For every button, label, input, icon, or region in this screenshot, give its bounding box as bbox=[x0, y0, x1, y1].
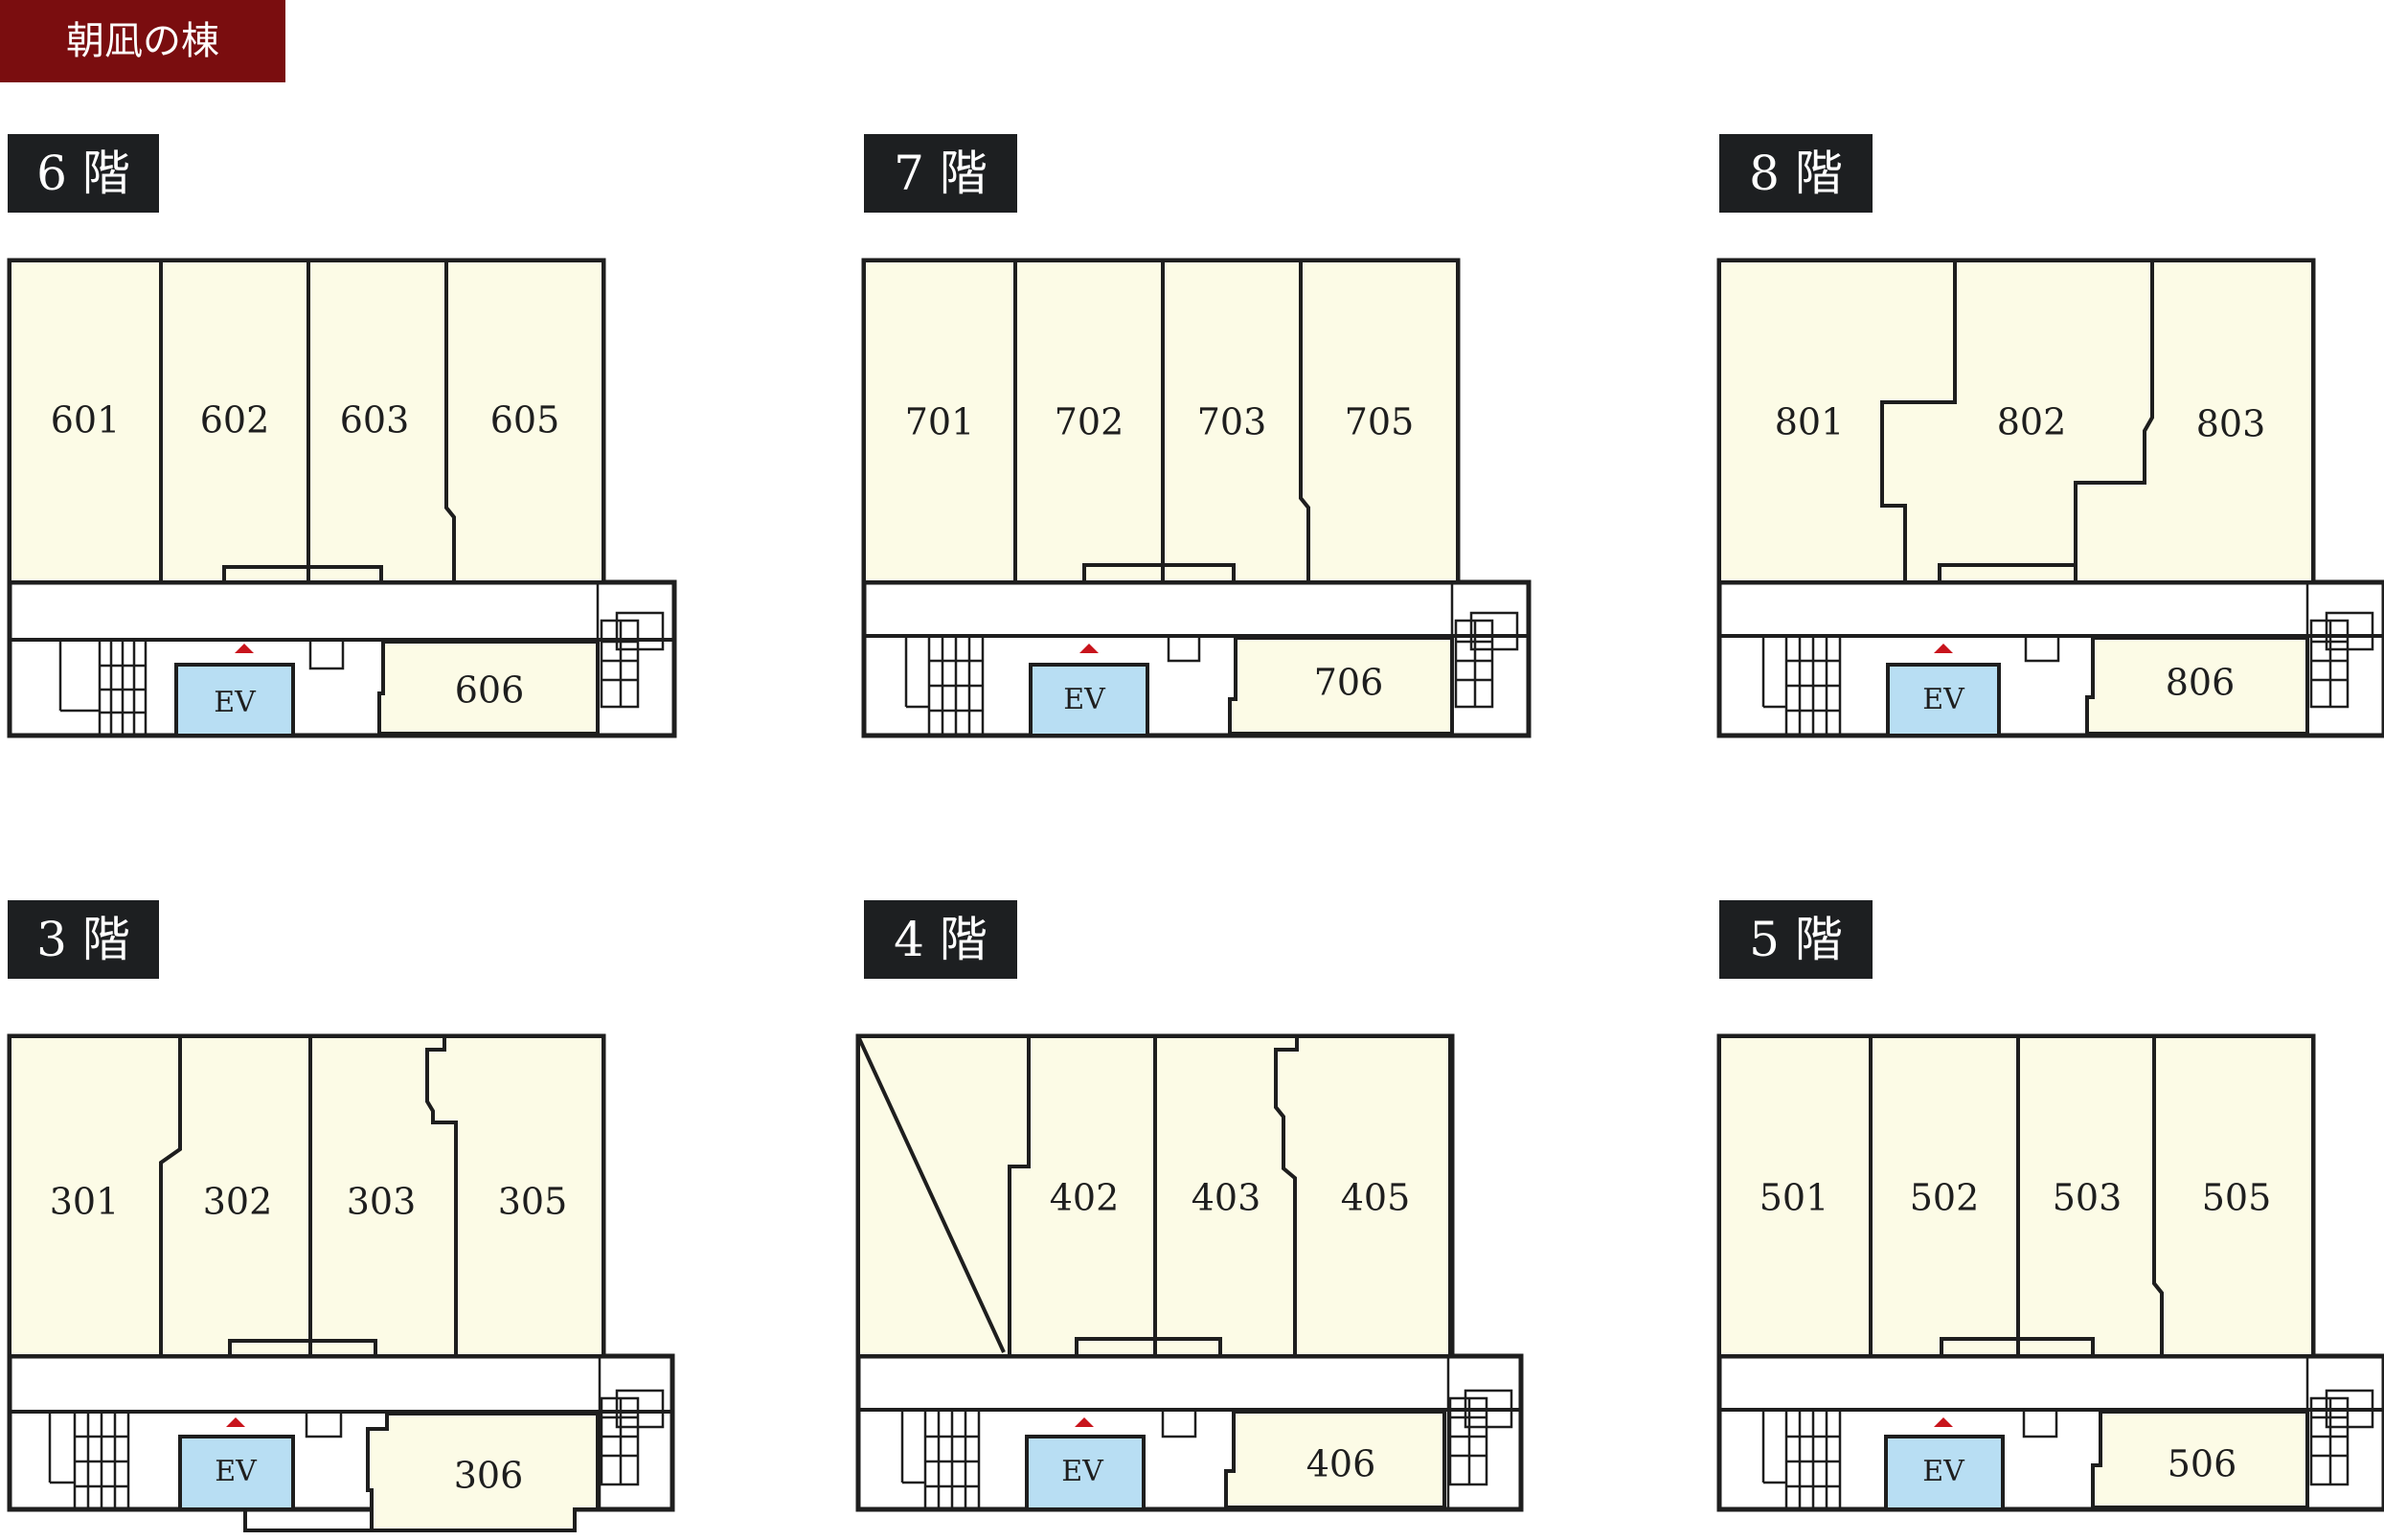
room-label: 601 bbox=[51, 399, 121, 442]
floor-plan-4: 402 403 405 406 EV bbox=[855, 1033, 1524, 1512]
room-label: 405 bbox=[1341, 1177, 1411, 1219]
room-label: 703 bbox=[1197, 401, 1267, 443]
floor-label-3: 3 階 bbox=[8, 900, 159, 979]
room-label: 803 bbox=[2196, 403, 2266, 445]
floor-label-8: 8 階 bbox=[1719, 134, 1873, 213]
room-406[interactable] bbox=[1224, 1410, 1446, 1509]
room-404-area[interactable] bbox=[856, 1034, 1031, 1358]
floor-plan-5: 501 502 503 505 506 EV bbox=[1716, 1033, 2384, 1512]
room-label: 801 bbox=[1775, 401, 1845, 443]
room-label: 305 bbox=[498, 1181, 568, 1223]
room-label: 705 bbox=[1345, 401, 1415, 443]
room-501[interactable] bbox=[1717, 1034, 1873, 1358]
elevator-label: EV bbox=[1922, 683, 1965, 716]
elevator-label: EV bbox=[1061, 1455, 1104, 1488]
room-label: 303 bbox=[347, 1181, 417, 1223]
room-label: 506 bbox=[2168, 1443, 2237, 1485]
room-601[interactable] bbox=[8, 259, 163, 584]
elevator-label: EV bbox=[215, 1455, 258, 1488]
entrance-arrow-icon bbox=[226, 1417, 245, 1427]
entrance-arrow-icon bbox=[235, 644, 254, 653]
room-label: 302 bbox=[203, 1181, 273, 1223]
room-803[interactable] bbox=[2074, 259, 2315, 584]
floor-plan-7: 701 702 703 705 706 EV bbox=[861, 258, 1532, 738]
elevator bbox=[1886, 663, 2001, 737]
room-label: 306 bbox=[454, 1455, 524, 1497]
building-name-tag: 朝凪の棟 bbox=[0, 0, 285, 82]
room-label: 503 bbox=[2053, 1177, 2123, 1219]
floor-plan-6: 601 602 603 605 606 EV bbox=[7, 258, 677, 738]
room-label: 501 bbox=[1760, 1177, 1829, 1219]
entrance-arrow-icon bbox=[1075, 1417, 1094, 1427]
elevator bbox=[1884, 1435, 2005, 1511]
room-label: 301 bbox=[50, 1181, 120, 1223]
room-label: 605 bbox=[490, 399, 560, 442]
floor-label-6: 6 階 bbox=[8, 134, 159, 213]
elevator-label: EV bbox=[1063, 683, 1106, 716]
room-label: 806 bbox=[2166, 662, 2236, 704]
elevator bbox=[1025, 1435, 1146, 1511]
entrance-arrow-icon bbox=[1934, 644, 1953, 653]
entrance-arrow-icon bbox=[1934, 1417, 1953, 1427]
room-label: 702 bbox=[1055, 401, 1124, 443]
room-label: 602 bbox=[200, 399, 270, 442]
elevator bbox=[178, 1435, 295, 1511]
floor-label-7: 7 階 bbox=[864, 134, 1017, 213]
room-label: 402 bbox=[1050, 1177, 1120, 1219]
room-label: 406 bbox=[1306, 1443, 1376, 1485]
room-label: 802 bbox=[1997, 401, 2067, 443]
elevator bbox=[174, 663, 295, 737]
elevator bbox=[1029, 663, 1149, 737]
room-label: 505 bbox=[2202, 1177, 2272, 1219]
room-405[interactable] bbox=[1274, 1034, 1452, 1358]
room-305[interactable] bbox=[425, 1034, 605, 1358]
room-702[interactable] bbox=[1013, 259, 1165, 584]
room-label: 502 bbox=[1910, 1177, 1980, 1219]
room-label: 706 bbox=[1314, 662, 1384, 704]
room-label: 606 bbox=[455, 669, 525, 712]
elevator-label: EV bbox=[214, 686, 257, 719]
floor-plan-3: 301 302 303 305 306 EV bbox=[7, 1033, 675, 1532]
floor-label-4: 4 階 bbox=[864, 900, 1017, 979]
floor-plan-8: 801 802 803 806 EV bbox=[1716, 258, 2384, 738]
room-label: 603 bbox=[340, 399, 410, 442]
floor-label-5: 5 階 bbox=[1719, 900, 1873, 979]
room-label: 701 bbox=[905, 401, 975, 443]
room-502[interactable] bbox=[1869, 1034, 2020, 1358]
entrance-arrow-icon bbox=[1079, 644, 1099, 653]
elevator-label: EV bbox=[1922, 1455, 1965, 1488]
room-label: 403 bbox=[1192, 1177, 1261, 1219]
